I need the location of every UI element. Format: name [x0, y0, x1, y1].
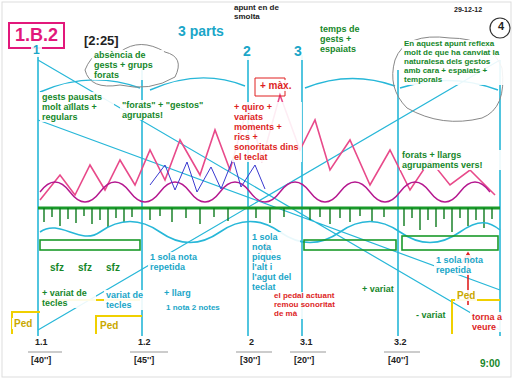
- note: forats + llargs agrupaments vers!: [400, 150, 502, 170]
- total-duration: 9:00: [478, 358, 502, 369]
- section-label: 1.1: [33, 337, 50, 347]
- section-label: 3.1: [298, 337, 315, 347]
- note: variat de tecles: [104, 290, 156, 310]
- section-duration: [30'']: [238, 355, 262, 365]
- section-label: 2: [247, 337, 256, 347]
- dynamic-mark: sfz: [104, 262, 122, 273]
- section-duration: [20'']: [292, 355, 316, 365]
- dynamic-mark: sfz: [76, 262, 94, 273]
- section-line: [38, 55, 500, 336]
- section-number: 3: [292, 44, 304, 60]
- note: + variat de tecles: [40, 288, 96, 308]
- note: apunt en de smolta: [232, 4, 294, 22]
- section-underline: [28, 352, 420, 353]
- note: "forats" + "gestos" agrupats!: [120, 100, 208, 120]
- page-circle: [490, 18, 510, 38]
- note: 1 sola nota piques l'alt i l'agut del te…: [250, 232, 300, 292]
- note: - variat: [414, 310, 448, 320]
- section-duration: [40'']: [386, 355, 410, 365]
- note: gests pausats molt aïllats + regulars: [40, 92, 114, 122]
- section-number: 1: [31, 44, 42, 57]
- note: 1 sola nota repetida: [434, 255, 496, 275]
- page-number: 4: [496, 20, 506, 32]
- section-label: 1.2: [136, 337, 153, 347]
- note: absència de gests + grups forats: [92, 50, 164, 80]
- note: 1 nota 2 notes: [164, 304, 222, 313]
- note: el pedal actuant remou sonoritat de mà: [272, 292, 348, 319]
- attack-tick: [44, 208, 492, 232]
- note: + màx.: [258, 80, 293, 91]
- date: 29-12-12: [452, 6, 484, 14]
- duration: [2:25]: [82, 34, 121, 49]
- pedal-mark: Ped: [98, 320, 120, 331]
- scribble: [150, 159, 265, 192]
- thought-cloud: [85, 45, 178, 88]
- note: + variat: [360, 284, 396, 294]
- note: temps de gests + espaiats: [318, 24, 378, 54]
- note: + quiro + variats moments + rics + sonor…: [232, 102, 302, 162]
- pedal-mark: Ped: [12, 318, 34, 329]
- texture-wave: [40, 182, 490, 202]
- note: torna a veure: [470, 312, 508, 332]
- density-bar: [402, 236, 498, 250]
- pedal-mark: Ped: [455, 290, 477, 301]
- section-duration: [40'']: [29, 355, 53, 365]
- section-duration: [45'']: [132, 355, 156, 365]
- section-number: 2: [241, 44, 253, 60]
- density-bar: [304, 240, 396, 250]
- density-bar: [40, 240, 140, 250]
- note: + llarg: [162, 288, 193, 298]
- parts-count: 3 parts: [176, 24, 226, 40]
- note: 1 sola nota repetida: [148, 252, 208, 272]
- dynamic-mark: sfz: [48, 262, 66, 273]
- guide-line: [38, 60, 500, 330]
- note: En aquest apunt reflexa molt de que ha c…: [402, 40, 505, 85]
- section-label: 3.2: [392, 337, 409, 347]
